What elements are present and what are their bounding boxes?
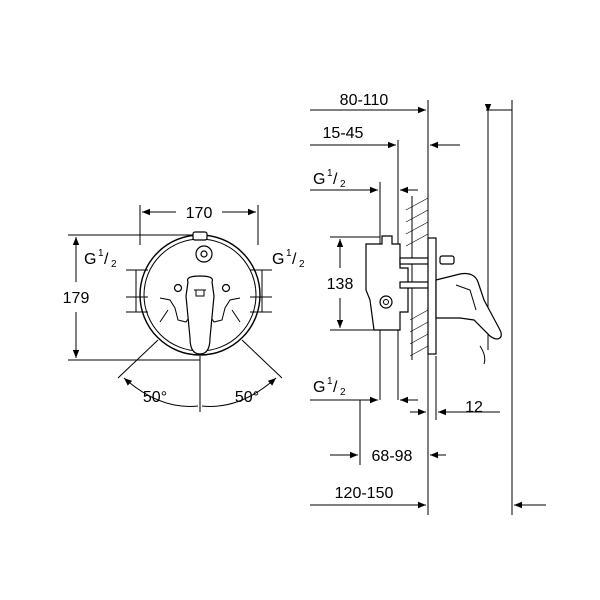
dim-12-label: 12 <box>465 399 483 416</box>
thread-label-right: G 1 / 2 <box>272 248 305 270</box>
handle-logo <box>195 289 205 297</box>
angle-right-label: 50° <box>235 389 259 406</box>
svg-text:1: 1 <box>98 248 104 259</box>
valve-body-side <box>365 235 409 331</box>
svg-text:/: / <box>104 251 109 268</box>
inlet-port <box>379 295 393 309</box>
svg-text:G: G <box>84 251 96 268</box>
wall-hatching <box>405 196 429 360</box>
svg-text:1: 1 <box>286 248 292 259</box>
handle-tip <box>479 345 486 365</box>
svg-text:1: 1 <box>327 376 333 387</box>
angle-arc-right <box>201 377 277 407</box>
thread-label-top: G 1 / 2 <box>313 168 346 190</box>
lever-handle <box>185 275 215 355</box>
inlet-port-center <box>383 299 389 305</box>
diverter-side <box>439 255 455 265</box>
svg-text:/: / <box>333 171 338 188</box>
stem-mid <box>399 281 431 289</box>
svg-text:2: 2 <box>340 387 346 398</box>
top-outlet <box>192 231 208 241</box>
svg-text:2: 2 <box>340 179 346 190</box>
svg-text:1: 1 <box>327 168 333 179</box>
side-view: 80-110 15-45 G 1 / 2 <box>310 92 546 515</box>
angle-line-left <box>117 339 159 379</box>
svg-text:2: 2 <box>299 259 305 270</box>
fixing-screw-left <box>173 283 183 293</box>
fixing-screw-right <box>221 283 231 293</box>
diverter-knob-center <box>200 250 208 258</box>
svg-text:/: / <box>292 251 297 268</box>
lever-handle-side <box>435 272 502 340</box>
stem-top <box>399 257 431 265</box>
svg-text:/: / <box>333 379 338 396</box>
valve-body-outline <box>159 309 241 323</box>
dim-15-45-label: 15-45 <box>323 125 364 142</box>
angle-arc-left <box>123 377 199 407</box>
svg-text:G: G <box>313 171 325 188</box>
dim-120-150-label: 120-150 <box>335 485 394 502</box>
dim-138-label: 138 <box>327 276 354 293</box>
dim-68-98-label: 68-98 <box>372 448 413 465</box>
front-view: 170 179 G 1 / 2 G 1 / 2 <box>63 205 305 412</box>
svg-text:G: G <box>313 379 325 396</box>
angle-line-right <box>241 339 283 379</box>
angle-left-label: 50° <box>143 389 167 406</box>
svg-text:2: 2 <box>111 259 117 270</box>
thread-label-bottom: G 1 / 2 <box>313 376 346 398</box>
svg-text:G: G <box>272 251 284 268</box>
dim-width-label: 170 <box>186 205 213 222</box>
handle-side-detail <box>455 284 477 311</box>
dim-height-label: 179 <box>63 290 90 307</box>
dim-80-110-label: 80-110 <box>340 92 389 109</box>
escutcheon-side <box>427 237 437 355</box>
thread-label-left: G 1 / 2 <box>84 248 117 270</box>
